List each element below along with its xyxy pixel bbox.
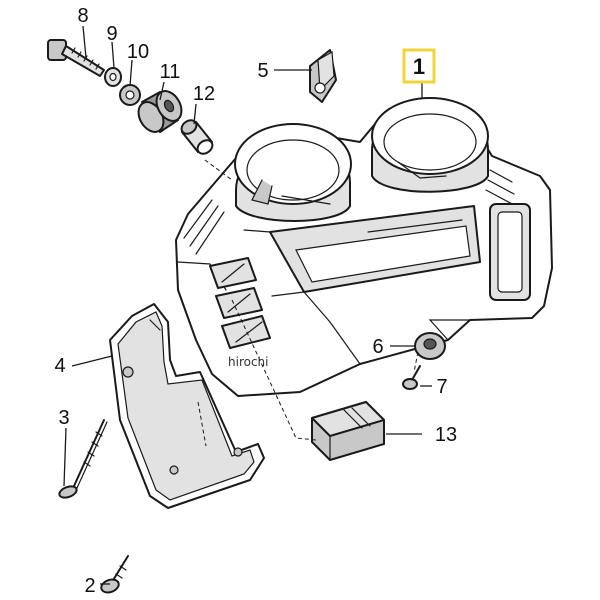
part-10-washer — [119, 84, 141, 106]
callout-6: 6 — [372, 336, 383, 358]
part-7-screw — [402, 365, 421, 390]
right-gauge-ring — [371, 97, 489, 193]
part-3-screw — [58, 419, 108, 499]
part-11-grommet — [137, 90, 183, 133]
callout-1: 1 — [413, 54, 425, 79]
callout-10: 10 — [127, 41, 149, 63]
assembly-lines — [197, 159, 419, 447]
leader-lines — [63, 25, 432, 585]
callout-labels: 1 2 3 4 5 6 7 8 9 10 11 12 13 — [54, 5, 457, 597]
callout-11: 11 — [160, 61, 181, 83]
callout-2: 2 — [84, 575, 95, 597]
watermark-text: hirochi — [228, 355, 269, 369]
part-2-screw — [100, 555, 129, 594]
part-6-grommet — [414, 332, 446, 360]
callout-8: 8 — [77, 5, 88, 27]
part-1-instrument-housing — [175, 97, 553, 397]
callout-13: 13 — [435, 424, 457, 446]
callout-3: 3 — [58, 407, 69, 429]
indicator-windows — [209, 257, 271, 349]
callout-9: 9 — [106, 23, 117, 45]
part-5-clip — [309, 49, 337, 103]
left-gauge-ring — [234, 123, 352, 222]
part-12-sleeve — [180, 119, 214, 155]
part-8-bolt — [47, 39, 105, 77]
part-13-holder — [311, 401, 385, 461]
callout-4: 4 — [54, 355, 65, 377]
callout-7: 7 — [436, 376, 447, 398]
part-9-washer — [104, 67, 122, 87]
part-4-lower-cover — [109, 303, 265, 509]
callout-5: 5 — [257, 60, 268, 82]
callout-1-highlight — [402, 48, 436, 84]
callout-12: 12 — [193, 83, 215, 105]
